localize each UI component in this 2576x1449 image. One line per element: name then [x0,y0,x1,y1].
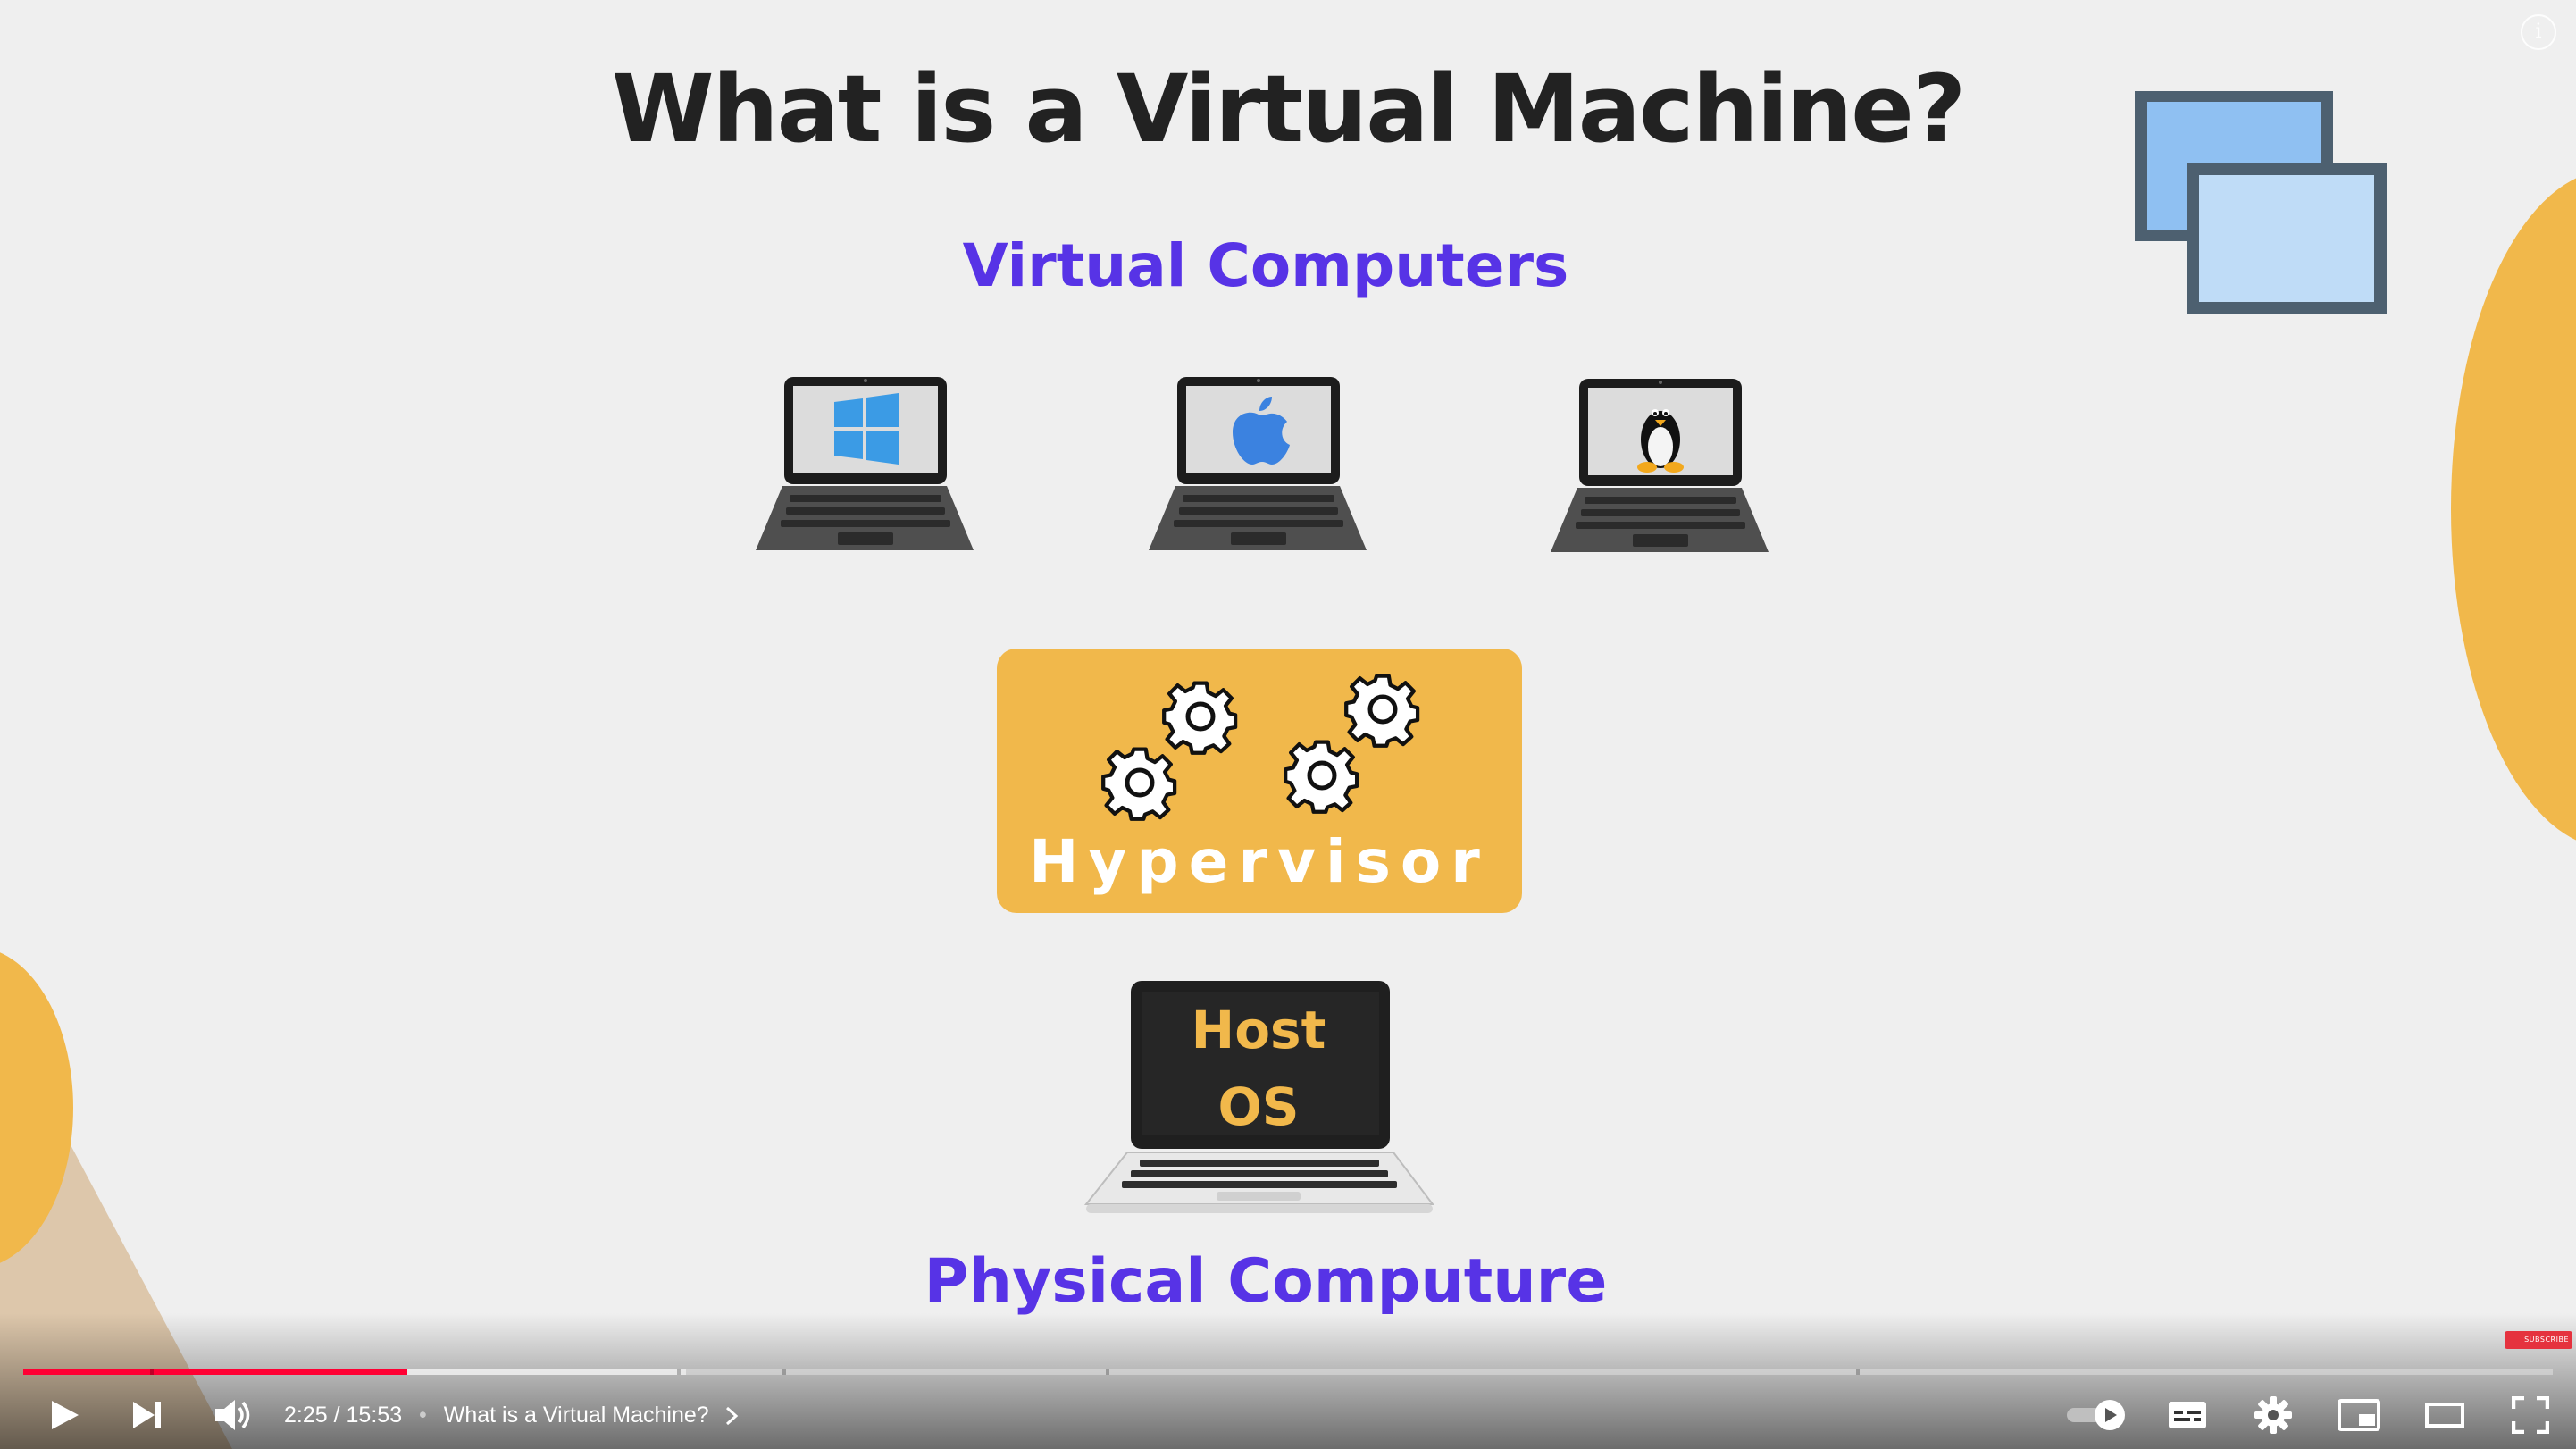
chapter-marker [150,1369,154,1375]
autoplay-toggle-icon [2067,1400,2125,1430]
subscribe-watermark[interactable]: SUBSCRIBE [2505,1331,2572,1349]
chapter-title[interactable]: What is a Virtual Machine? [443,1403,709,1428]
slide-title: What is a Virtual Machine? [611,54,1966,163]
info-icon[interactable]: i [2521,14,2556,50]
settings-button[interactable] [2240,1381,2306,1449]
chapter-bullet: • [419,1403,427,1428]
laptop-linux [1551,379,1769,552]
miniplayer-button[interactable] [2326,1381,2392,1449]
next-icon [133,1402,161,1428]
volume-button[interactable] [202,1381,264,1449]
host-os-laptop [1083,981,1434,1213]
hypervisor-box: Hypervisor [997,649,1522,913]
physical-computer-heading: Physical Computure [924,1246,1608,1317]
chapter-marker [1856,1369,1860,1375]
progress-played [23,1369,408,1375]
progress-bar[interactable] [23,1369,2553,1375]
windows-icon [834,393,899,465]
subtitles-icon [2169,1402,2206,1428]
theater-mode-button[interactable] [2412,1381,2478,1449]
theater-mode-icon [2425,1403,2464,1428]
gear-icon [1284,740,1359,814]
apple-icon [1233,397,1290,465]
gear-icon [2254,1396,2292,1434]
chapter-marker [782,1369,786,1375]
chevron-right-icon[interactable] [724,1406,739,1426]
hypervisor-label: Hypervisor [1029,826,1490,896]
volume-icon [215,1400,250,1430]
gear-icon [1344,674,1420,748]
fullscreen-button[interactable] [2497,1381,2563,1449]
laptop-windows [756,377,974,550]
host-os-line-1: Host [1191,1000,1326,1060]
virtual-machine-windows-icon [2135,91,2387,314]
linux-penguin-icon [1637,409,1684,473]
controls-gradient [0,1313,2576,1449]
virtual-computers-heading: Virtual Computers [962,231,1569,300]
laptop-macos [1149,377,1367,550]
host-os-label: Host OS [1133,992,1384,1145]
play-icon [52,1401,79,1429]
miniplayer-icon [2338,1399,2380,1431]
gear-icon [1101,747,1177,821]
fullscreen-icon [2512,1396,2549,1434]
gear-icon [1162,681,1238,755]
autoplay-toggle[interactable] [2063,1381,2131,1449]
play-button[interactable] [36,1381,95,1449]
next-button[interactable] [118,1381,177,1449]
host-os-line-2: OS [1217,1076,1300,1137]
current-time: 2:25 [284,1403,328,1428]
chapter-marker [677,1369,681,1375]
duration: 15:53 [346,1403,403,1428]
chapter-marker [1106,1369,1109,1375]
time-display: 2:25 / 15:53 • What is a Virtual Machine… [284,1381,739,1449]
player-controls: 2:25 / 15:53 • What is a Virtual Machine… [0,1381,2576,1449]
time-separator: / [333,1403,340,1428]
subtitles-button[interactable] [2154,1381,2221,1449]
